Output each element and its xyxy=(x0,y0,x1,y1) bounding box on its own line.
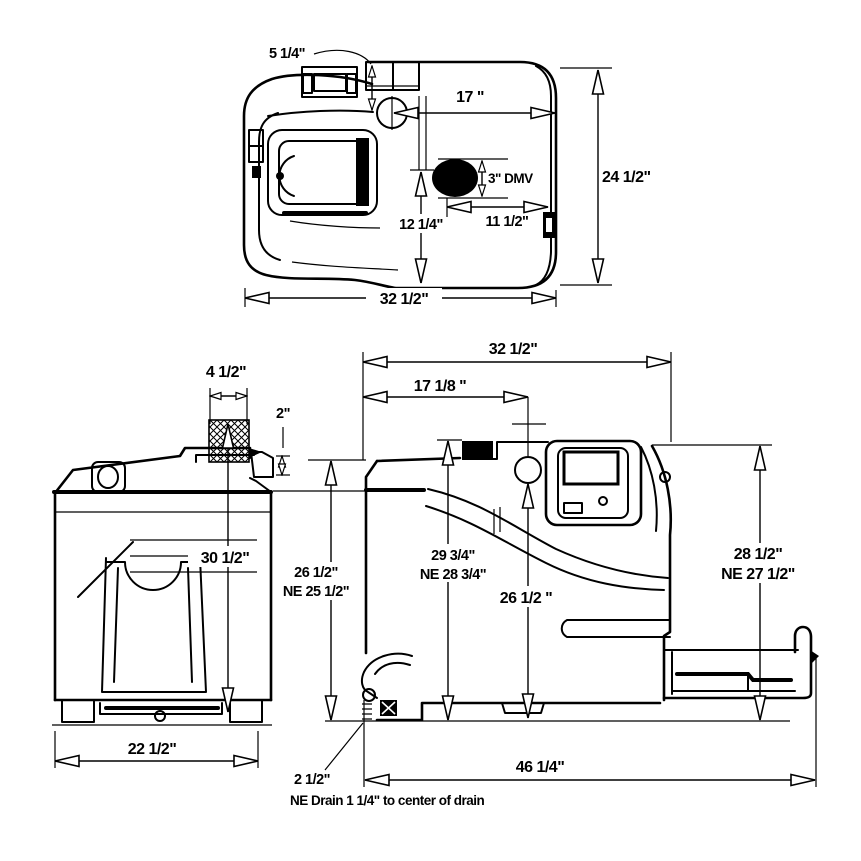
dim-4half-label: 4 1/2" xyxy=(206,364,246,381)
dim-30half-label: 30 1/2" xyxy=(201,550,250,567)
dim-12quarter-label: 12 1/4" xyxy=(399,217,443,233)
dim-11half-label: 11 1/2" xyxy=(486,214,529,230)
dim-17eighth-label: 17 1/8 " xyxy=(414,378,467,395)
side-view: 32 1/2" 17 1/8 " 26 1/2" NE 25 1/2" 29 3… xyxy=(273,341,819,808)
dim-top-overall-width: 32 1/2" xyxy=(244,288,557,308)
dim-32half-side-label: 32 1/2" xyxy=(489,341,538,358)
handle-section xyxy=(242,73,427,290)
seat-hinge-band xyxy=(356,138,369,206)
tray-clip xyxy=(810,650,819,663)
dim-fill-offset: 17 1/8 " xyxy=(362,378,546,456)
body-right-contour xyxy=(640,446,658,532)
latch-upper xyxy=(248,129,264,147)
body-contour-lower xyxy=(425,505,665,591)
pivot-dot xyxy=(276,172,284,180)
vent-cap-top xyxy=(301,66,358,98)
dim-overall-depth: 24 1/2" xyxy=(560,67,651,286)
dim-24half-label: 24 1/2" xyxy=(602,169,651,186)
dmv-hole xyxy=(432,159,478,197)
dim-right-height-ne-label: NE 27 1/2" xyxy=(721,566,795,583)
dim-dmv-label: 3" DMV xyxy=(488,171,533,186)
dim-fill-height: 26 1/2 " xyxy=(488,483,564,719)
front-base xyxy=(52,698,273,726)
side-fill-port xyxy=(514,456,542,484)
dim-mid-height-label: 29 3/4" xyxy=(431,548,475,564)
dim-vent-offset-label: 5 1/4" xyxy=(269,46,305,62)
pump-box xyxy=(365,61,420,91)
side-knob xyxy=(659,471,671,483)
outlet-fitting xyxy=(249,448,274,478)
body-contour-upper xyxy=(427,488,669,579)
vent-black-detail xyxy=(462,441,493,460)
dim-mid-height: 29 3/4" NE 28 3/4" xyxy=(412,439,494,721)
side-latch xyxy=(543,212,556,238)
dim-fill-height-label: 26 1/2 " xyxy=(500,590,553,607)
dim-vent-offset: 5 1/4" xyxy=(269,46,372,110)
vent-stack xyxy=(195,419,255,463)
dim-32half-top-label: 32 1/2" xyxy=(380,291,429,308)
dim-height-to-vent: 30 1/2" xyxy=(188,423,262,713)
drain-valve xyxy=(360,652,413,720)
front-body xyxy=(52,419,274,726)
tank-outline xyxy=(366,60,558,290)
dim-mid-height-ne-label: NE 28 3/4" xyxy=(420,567,486,583)
dim-22half-label: 22 1/2" xyxy=(128,741,177,758)
latch-lower xyxy=(248,145,264,163)
cap-detail xyxy=(91,461,126,493)
dim-left-height-label: 26 1/2" xyxy=(294,565,338,581)
side-tray xyxy=(662,625,819,700)
dim-drain-offset: 2 1/2" NE Drain 1 1/4" to center of drai… xyxy=(290,722,485,808)
dim-46quarter-label: 46 1/4" xyxy=(516,759,565,776)
dim-2half-label: 2 1/2" xyxy=(294,772,330,788)
control-console xyxy=(544,439,643,527)
side-bottom xyxy=(375,701,662,722)
drain-note-label: NE Drain 1 1/4" to center of drain xyxy=(290,793,484,808)
dim-left-height-ne-label: NE 25 1/2" xyxy=(283,584,349,600)
dim-vent-width: 4 1/2" xyxy=(206,364,247,424)
dim-overall-length: 46 1/4" xyxy=(363,655,817,787)
side-body xyxy=(273,439,819,722)
dim-dmv: 3" DMV xyxy=(438,158,534,199)
dim-right-height: 28 1/2" NE 27 1/2" xyxy=(652,444,810,721)
dim-vent-from-bottom: 12 1/4" xyxy=(393,169,449,284)
dim-left-height: 26 1/2" NE 25 1/2" xyxy=(283,459,366,721)
dim-vent-from-edge: 11 1/2" xyxy=(446,198,549,230)
dim-2in-label: 2" xyxy=(276,406,290,422)
dim-17-label: 17 " xyxy=(456,89,484,106)
dim-fill-to-edge: 17 " xyxy=(393,89,556,120)
dim-body-length: 32 1/2" xyxy=(362,341,672,460)
front-view: 4 1/2" 2" 30 1/2" 22 1/2" xyxy=(52,364,290,768)
dim-outlet: 2" xyxy=(276,406,290,475)
dim-base-width: 22 1/2" xyxy=(54,731,259,768)
dim-right-height-label: 28 1/2" xyxy=(734,546,783,563)
top-view: 5 1/4" 17 " 24 1/2" 3" DMV 12 1/4" xyxy=(242,46,651,308)
